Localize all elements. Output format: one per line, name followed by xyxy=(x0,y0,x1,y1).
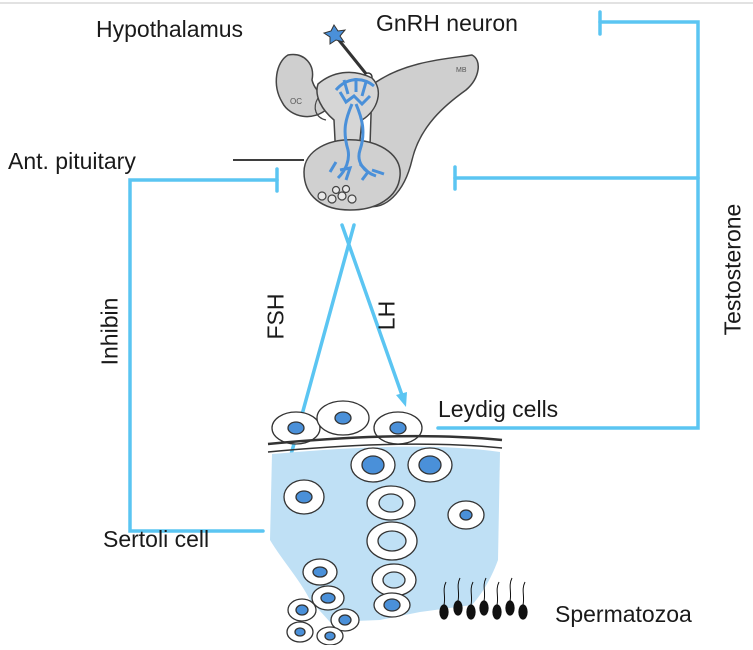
spermatozoa-label: Spermatozoa xyxy=(555,603,692,626)
testis-tissue-icon xyxy=(268,401,527,645)
oc-label: OC xyxy=(290,97,302,106)
sertoli-cell-label: Sertoli cell xyxy=(103,528,209,551)
inhibin-line xyxy=(130,180,277,531)
pituitary-gland-icon xyxy=(276,55,478,210)
inhibin-label: Inhibin xyxy=(99,282,122,382)
testosterone-line xyxy=(438,22,698,428)
lh-arrowhead xyxy=(396,392,407,407)
gnrh-neuron-label: GnRH neuron xyxy=(376,12,518,35)
fsh-label: FSH xyxy=(265,287,288,347)
ant-pituitary-label: Ant. pituitary xyxy=(8,150,136,173)
mb-label: MB xyxy=(456,67,467,74)
lh-label: LH xyxy=(376,291,399,341)
leydig-cells-label: Leydig cells xyxy=(438,398,558,421)
hypothalamus-label: Hypothalamus xyxy=(96,18,243,41)
testosterone-label: Testosterone xyxy=(722,200,745,340)
